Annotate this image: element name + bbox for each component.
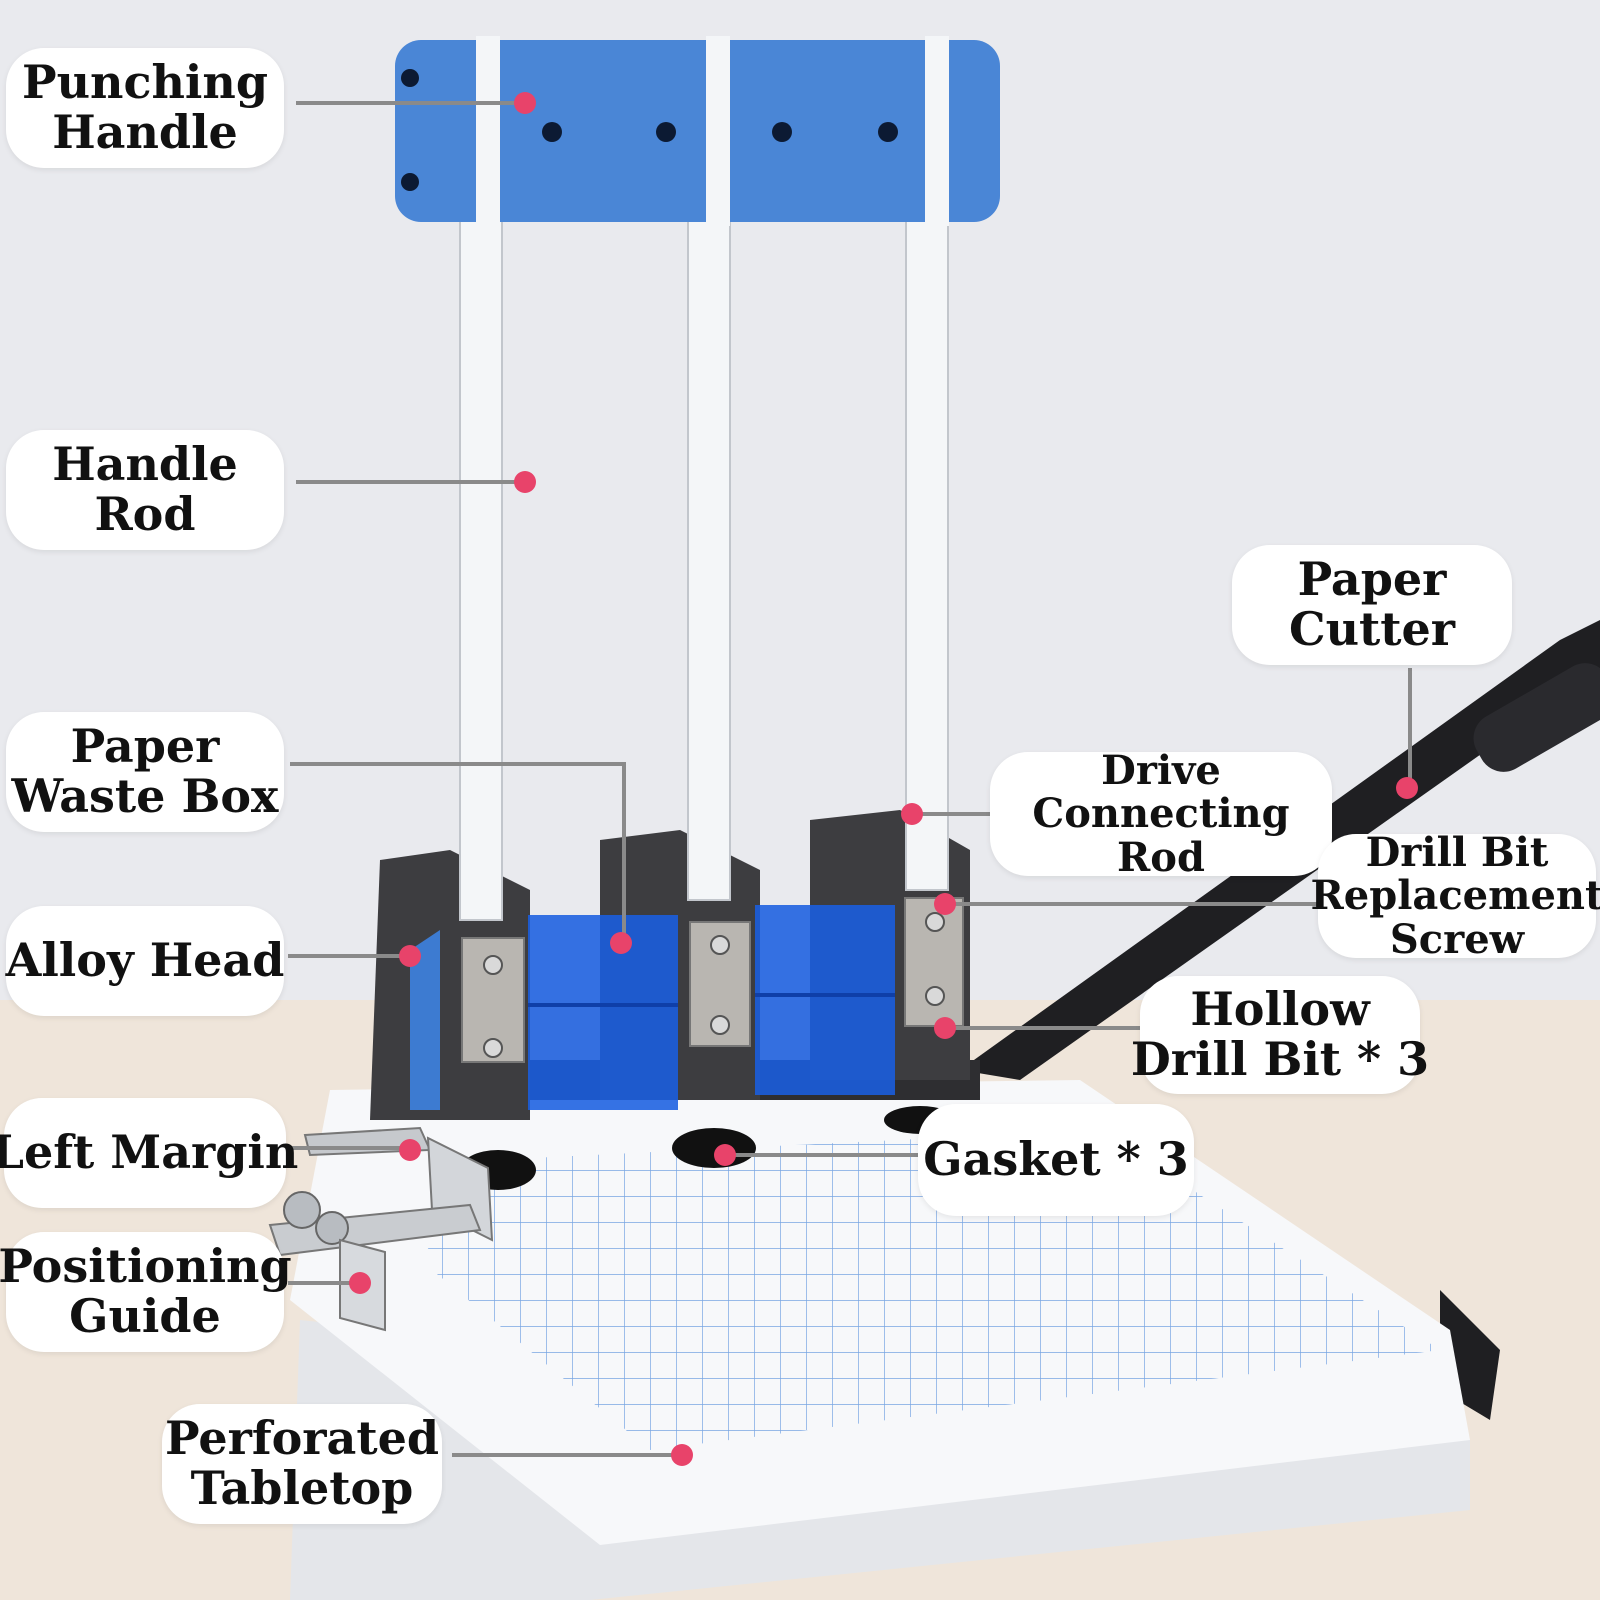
label-line: Punching (21, 55, 268, 110)
handle-rod-right (905, 199, 949, 891)
label-handle-rod: Handle Rod (6, 430, 284, 550)
label-line: Waste Box (11, 769, 279, 823)
label-punching-handle: Punching Handle (6, 48, 284, 168)
punching-handle-bar (395, 40, 1000, 222)
label-line: Drill Bit * 3 (1130, 1032, 1430, 1086)
label-line: Handle (52, 437, 238, 492)
label-left-margin: Left Margin (0, 1098, 298, 1208)
label-line: Alloy Head (5, 933, 285, 988)
handle-end-hole (401, 173, 419, 191)
label-line: Replacement (1310, 872, 1600, 920)
label-line: Screw (1389, 915, 1525, 963)
label-line: Hollow (1190, 982, 1370, 1037)
positioning-guide (268, 1203, 482, 1257)
label-line: Handle (52, 105, 238, 159)
label-alloy-head: Alloy Head (6, 906, 284, 1016)
label-positioning-guide: Positioning Guide (0, 1232, 292, 1352)
callout-dot-punching-handle (514, 92, 536, 114)
screw (710, 935, 730, 955)
label-line: Cutter (1288, 602, 1456, 656)
waste-box-right (755, 905, 895, 1095)
label-line: Perforated (164, 1411, 440, 1466)
handle-band (476, 36, 500, 226)
label-line: Rod (94, 487, 196, 541)
handle-rod-mid (687, 199, 731, 901)
callout-dot-hollow-drill-bit (934, 1017, 956, 1039)
label-line: Rod (1117, 833, 1205, 881)
label-line: Paper (1297, 552, 1447, 607)
callout-dot-gasket (714, 1144, 736, 1166)
label-line: Guide (69, 1289, 221, 1343)
handle-hole (878, 122, 898, 142)
label-line: Drive (1101, 747, 1221, 795)
waste-box-left (528, 915, 678, 1110)
handle-rod-left (459, 199, 503, 921)
screw (483, 1038, 503, 1058)
grid-sheet (420, 1130, 1440, 1450)
alloy-head-blue-strip (410, 930, 440, 1110)
callout-dot-positioning-guide (349, 1272, 371, 1294)
label-line: Paper (70, 719, 220, 774)
screw (483, 955, 503, 975)
screw (925, 986, 945, 1006)
handle-hole (542, 122, 562, 142)
cutter-grip (1473, 663, 1600, 772)
handle-band (925, 36, 949, 226)
handle-end-hole (401, 69, 419, 87)
label-line: Drill Bit (1365, 829, 1549, 877)
screw (925, 912, 945, 932)
callout-dot-drive-connecting-rod (901, 803, 923, 825)
handle-band (706, 36, 730, 226)
label-hollow-drill-bit: Hollow Drill Bit * 3 (1131, 976, 1429, 1094)
callout-dot-alloy-head (399, 945, 421, 967)
gasket-hole (672, 1128, 756, 1168)
label-drill-bit-replacement-screw: Drill Bit Replacement Screw (1311, 829, 1600, 963)
label-line: Gasket * 3 (923, 1132, 1189, 1187)
screw (710, 1015, 730, 1035)
label-perforated-tabletop: Perforated Tabletop (162, 1404, 442, 1524)
label-line: Positioning (0, 1239, 292, 1294)
label-line: Connecting (1032, 790, 1290, 838)
callout-dot-paper-cutter (1396, 777, 1418, 799)
callout-dot-paper-waste-box (610, 932, 632, 954)
label-drive-connecting-rod: Drive Connecting Rod (990, 747, 1332, 881)
callout-dot-perforated-tabletop (671, 1444, 693, 1466)
callout-dot-left-margin (399, 1139, 421, 1161)
label-paper-waste-box: Paper Waste Box (6, 712, 284, 832)
callout-dot-handle-rod (514, 471, 536, 493)
label-line: Tabletop (190, 1461, 414, 1515)
callout-dot-drill-bit-screw (934, 893, 956, 915)
leader-line-paper-waste-box (290, 762, 626, 943)
handle-hole (656, 122, 676, 142)
label-line: Left Margin (0, 1125, 299, 1180)
guide-knob (283, 1191, 321, 1229)
label-gasket: Gasket * 3 (918, 1104, 1194, 1216)
label-paper-cutter: Paper Cutter (1232, 545, 1512, 665)
guide-knob (315, 1211, 349, 1245)
handle-hole (772, 122, 792, 142)
